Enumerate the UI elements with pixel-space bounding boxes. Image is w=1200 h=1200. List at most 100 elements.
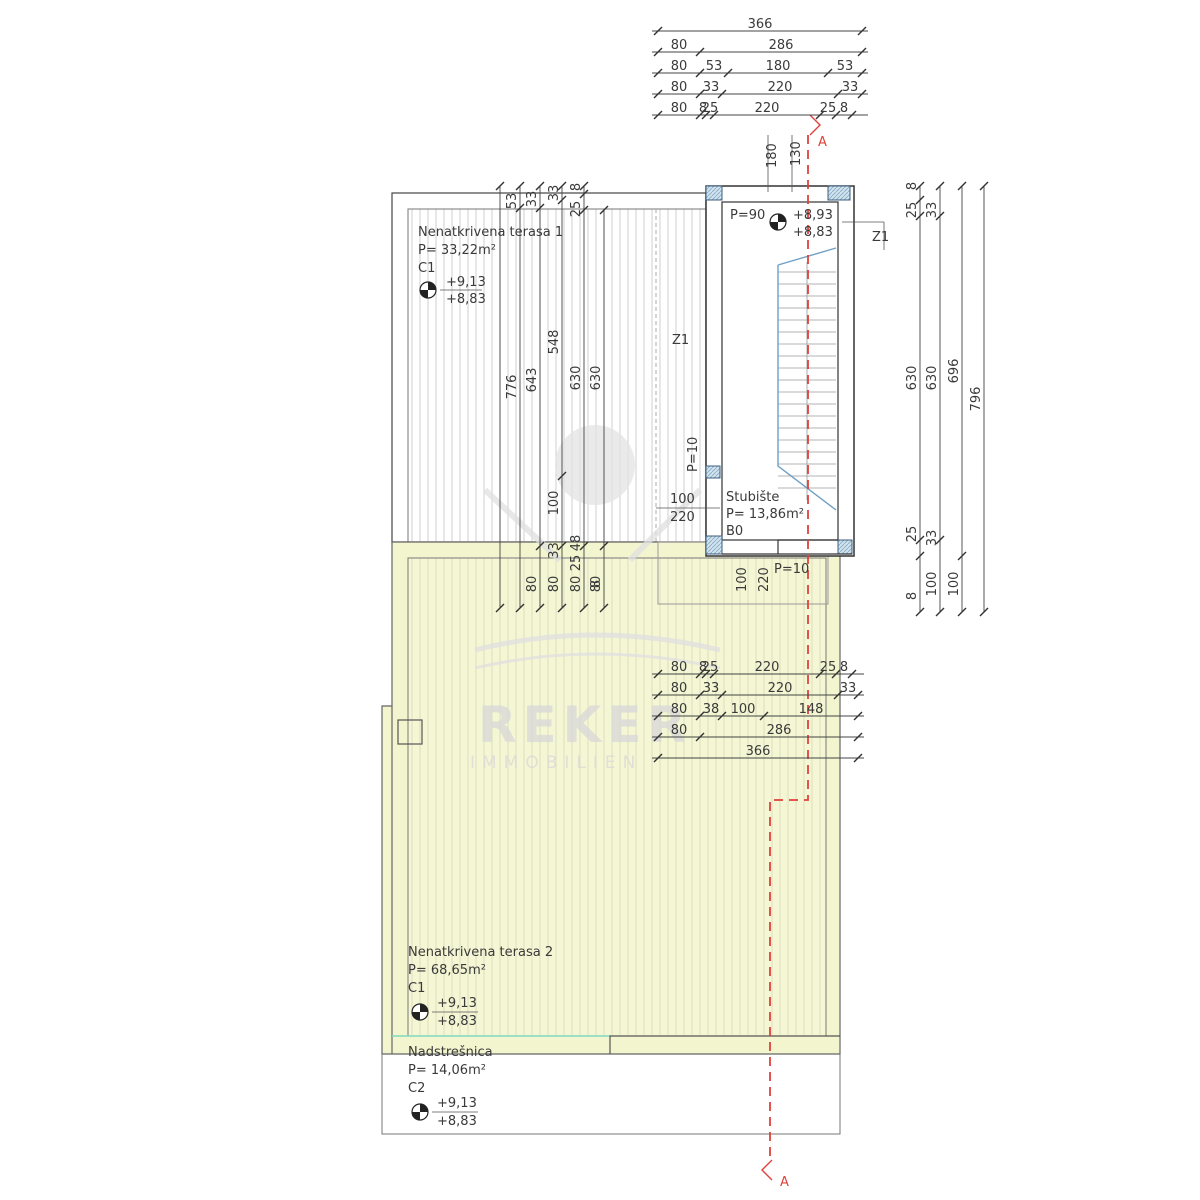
label-z1-right: Z1 — [872, 230, 889, 245]
dimension-value: 796 — [969, 387, 984, 412]
dimension-value: 25 — [820, 101, 837, 116]
dimension-value: 366 — [748, 17, 773, 32]
dimension-value: 630 — [569, 366, 584, 391]
dim-stair-w2: 220 — [670, 510, 695, 525]
terrace-1-code: C1 — [418, 261, 435, 276]
dimension-value: 80 — [671, 101, 688, 116]
dimension-value: 33 — [703, 681, 720, 696]
dim-stair-v3: 100 — [735, 567, 750, 592]
canopy-name: Nadstrešnica — [408, 1045, 493, 1060]
dimension-value: 8 — [840, 660, 848, 675]
stair-level-bottom: +8,83 — [793, 225, 833, 240]
dimension-value: 220 — [755, 101, 780, 116]
terrace-1-level-bottom: +8,83 — [446, 292, 486, 307]
dim-stair-v1: 180 — [765, 143, 780, 168]
terrace-1 — [391, 192, 707, 600]
label-terrace-1: Nenatkrivena terasa 1 P= 33,22m² C1 +9,1… — [418, 225, 563, 307]
dimension-value: 100 — [547, 491, 562, 516]
section-label-bottom: A — [780, 1175, 789, 1190]
terrace-1-area: P= 33,22m² — [418, 243, 496, 258]
section-label-top: A — [818, 135, 827, 150]
canopy-area: P= 14,06m² — [408, 1063, 486, 1078]
dim-stair-v4: 220 — [757, 567, 772, 592]
dimension-value: 25 — [569, 201, 584, 218]
canopy-code: C2 — [408, 1081, 425, 1096]
dimension-value: 33 — [547, 185, 562, 202]
dimension-value: 100 — [925, 572, 940, 597]
stair-dimensions: 180 130 100 220 100 220 — [656, 135, 885, 592]
dimension-value: 33 — [840, 681, 857, 696]
dimension-value: 8 — [840, 101, 848, 116]
dimension-value: 80 — [671, 723, 688, 738]
dimension-value: 38 — [703, 702, 720, 717]
label-canopy: Nadstrešnica P= 14,06m² C2 +9,13 +8,83 — [408, 1045, 493, 1129]
level-marker-icon — [419, 281, 437, 299]
staircase — [705, 185, 855, 557]
terrace-1-level-top: +9,13 — [446, 275, 486, 290]
dimension-value: 80 — [525, 576, 540, 593]
dimension-value: 33 — [525, 191, 540, 208]
dimension-value: 148 — [799, 702, 824, 717]
dimension-value: 25 — [905, 526, 920, 543]
stair-code: B0 — [726, 524, 743, 539]
dimension-value: 180 — [766, 59, 791, 74]
stair-p-top: P=90 — [730, 208, 765, 223]
canopy-outline — [381, 1054, 841, 1135]
dimension-value: 33 — [925, 202, 940, 219]
dimension-value: 630 — [925, 366, 940, 391]
dimension-value: 220 — [755, 660, 780, 675]
dimension-value: 80 — [671, 702, 688, 717]
dimension-value: 80 — [671, 59, 688, 74]
label-p10-vertical: P=10 — [686, 437, 701, 472]
canopy-level-top: +9,13 — [437, 1096, 477, 1111]
dimension-value: 25 — [820, 660, 837, 675]
label-stair: P=90 +8,93 +8,83 Z1 Z1 P=10 Stubište P= … — [672, 208, 889, 577]
section-line-a: A A — [761, 114, 827, 1190]
dimension-value: 8 — [569, 183, 584, 191]
dimension-value: 25 — [569, 555, 584, 572]
dimension-value: 366 — [746, 744, 771, 759]
level-marker-icon — [769, 213, 787, 231]
dimension-value: 8 — [905, 182, 920, 190]
dimension-value: 80 — [569, 576, 584, 593]
dimension-value: 33 — [925, 530, 940, 547]
terrace-2-name: Nenatkrivena terasa 2 — [408, 945, 553, 960]
dimension-value: 8 — [589, 580, 604, 588]
dimension-value: 8 — [699, 101, 707, 116]
dimension-chain-left: 5377633643803354810080825630488063080332… — [495, 181, 609, 613]
stair-area: P= 13,86m² — [726, 507, 804, 522]
stair-name: Stubište — [726, 490, 779, 505]
label-terrace-2: Nenatkrivena terasa 2 P= 68,65m² C1 +9,1… — [408, 945, 553, 1029]
dimension-value: 643 — [525, 368, 540, 393]
dimension-value: 100 — [947, 572, 962, 597]
level-marker-icon — [411, 1003, 429, 1021]
watermark-brand: REKER — [478, 696, 692, 754]
dimension-value: 80 — [671, 660, 688, 675]
dimension-value: 220 — [768, 681, 793, 696]
watermark: REKER IMMOBILIEN — [470, 425, 721, 773]
dimension-value: 53 — [837, 59, 854, 74]
label-z1-left: Z1 — [672, 333, 689, 348]
level-marker-icon — [411, 1103, 429, 1121]
dimension-value: 80 — [671, 38, 688, 53]
stair-level-top: +8,93 — [793, 208, 833, 223]
dimension-value: 286 — [767, 723, 792, 738]
dim-stair-v2: 130 — [789, 141, 804, 166]
dimension-value: 8 — [699, 660, 707, 675]
canopy-level-bottom: +8,83 — [437, 1114, 477, 1129]
dimension-value: 696 — [947, 359, 962, 384]
dimension-value: 8 — [905, 592, 920, 600]
dimension-value: 80 — [589, 576, 604, 593]
dimension-value: 80 — [547, 576, 562, 593]
dimension-value: 100 — [731, 702, 756, 717]
dimension-value: 33 — [842, 80, 859, 95]
dimension-value: 25 — [702, 101, 719, 116]
dimension-value: 548 — [547, 330, 562, 355]
dimension-value: 630 — [589, 366, 604, 391]
dimension-value: 80 — [671, 681, 688, 696]
dimension-value: 630 — [905, 366, 920, 391]
terrace-1-name: Nenatkrivena terasa 1 — [418, 225, 563, 240]
